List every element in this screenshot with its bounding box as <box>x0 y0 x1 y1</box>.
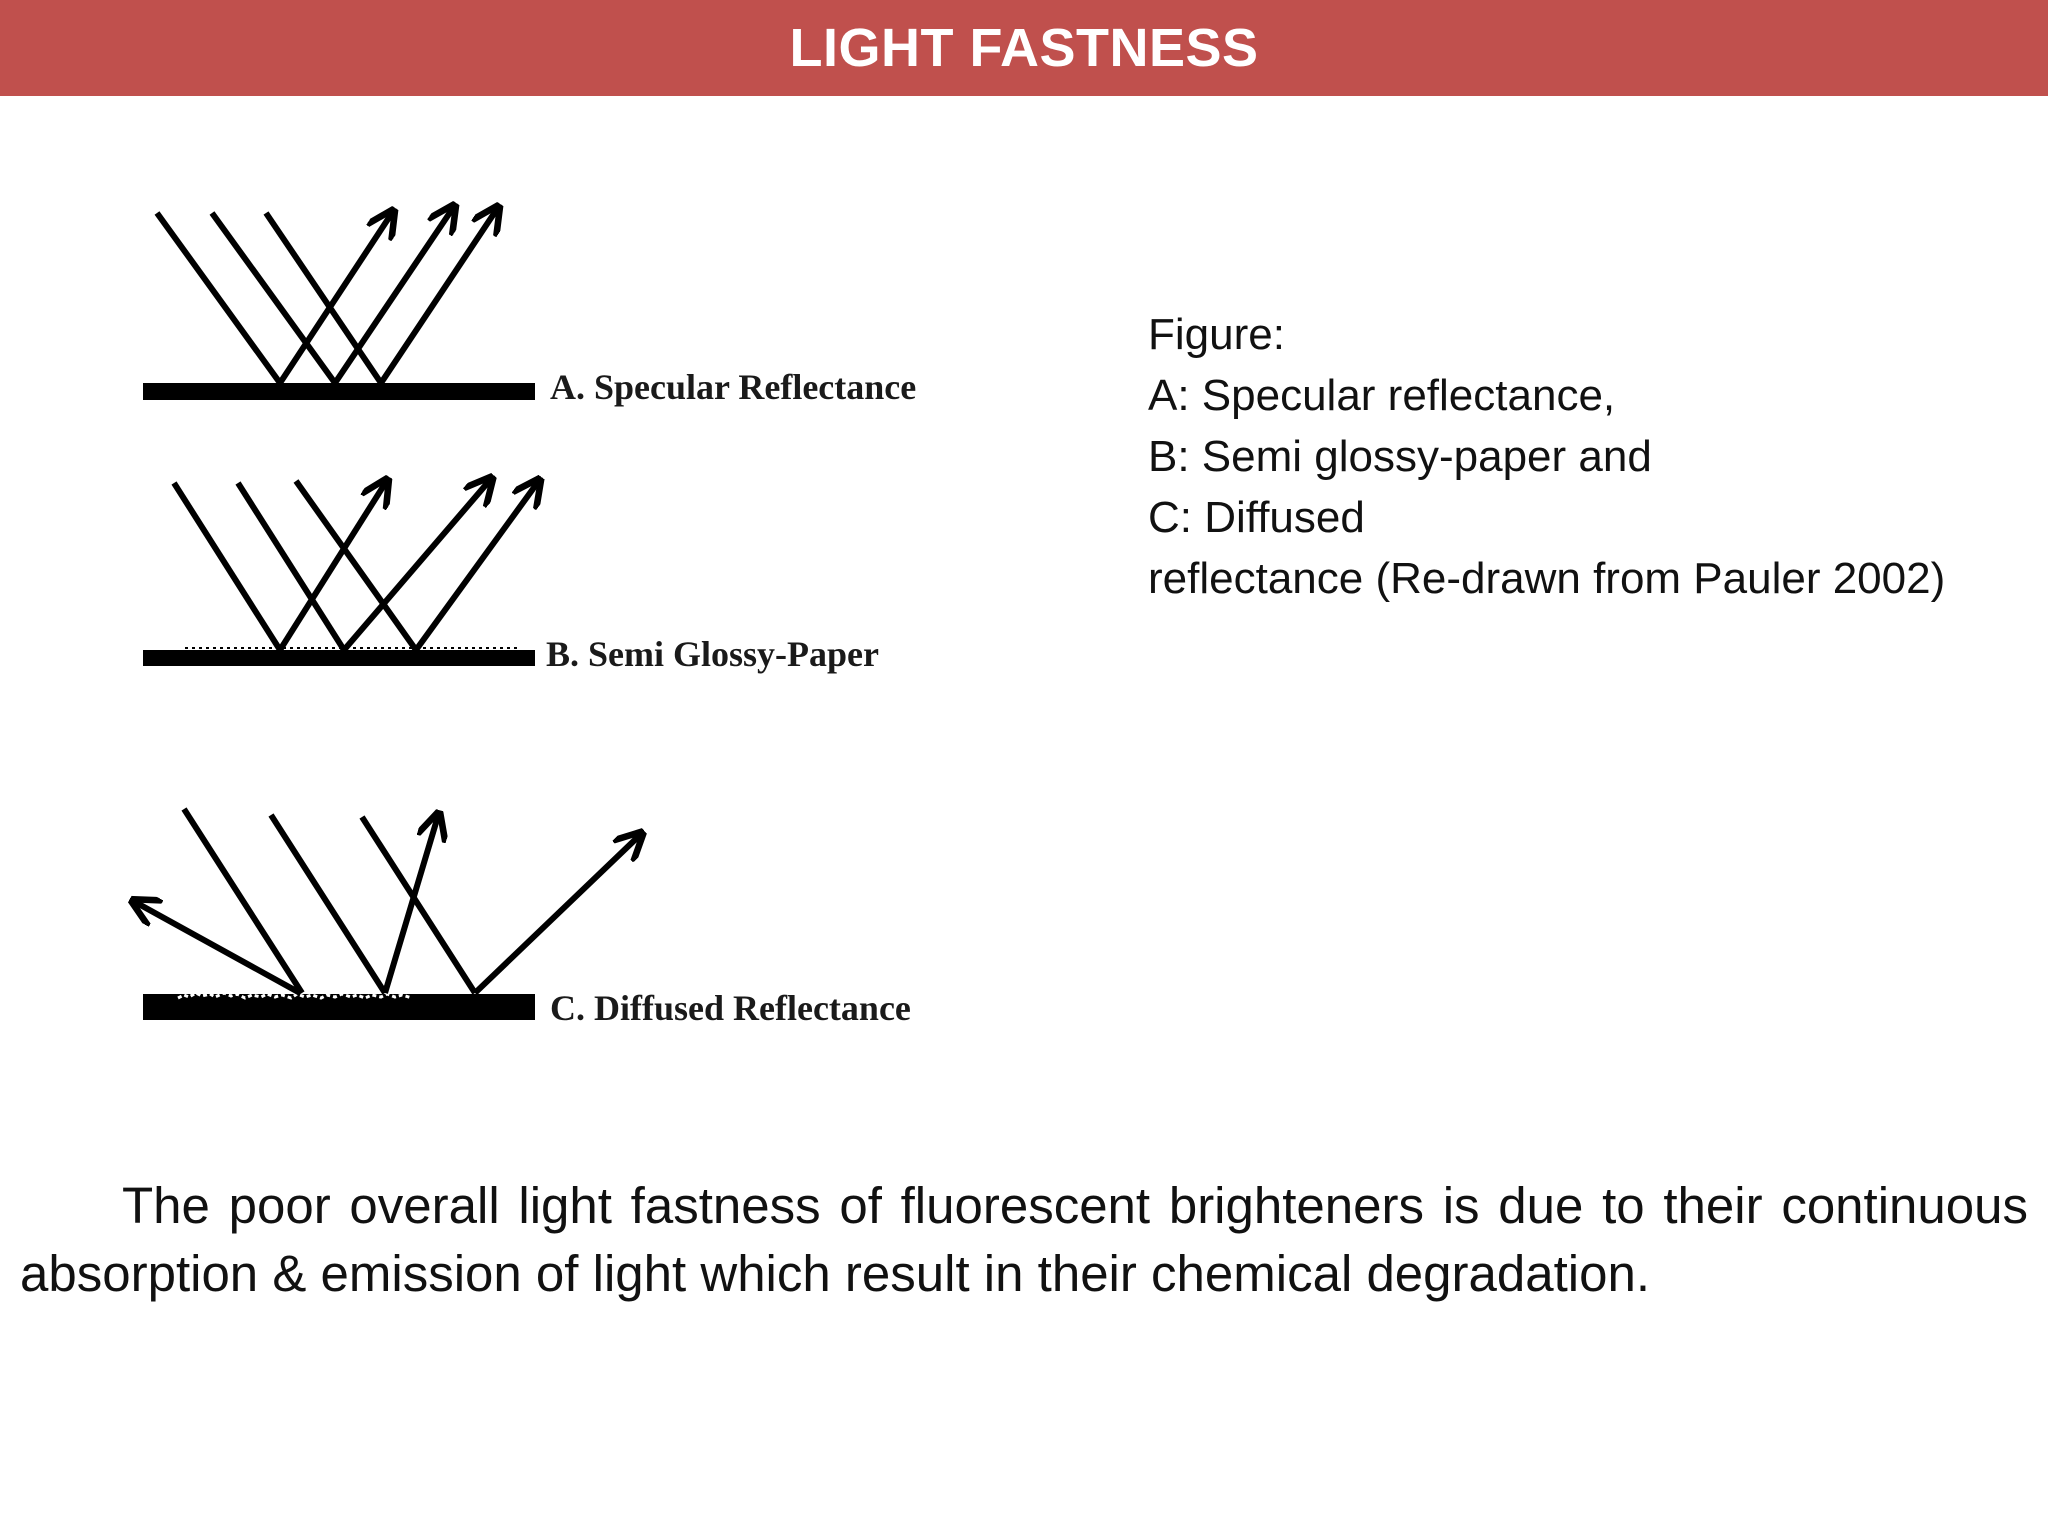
panel-a-specular: A. Specular Reflectance <box>143 208 916 407</box>
panel-b-label: B. Semi Glossy-Paper <box>546 634 879 674</box>
slide-title: LIGHT FASTNESS <box>789 18 1259 78</box>
panel-b-semi-glossy: B. Semi Glossy-Paper <box>143 480 879 674</box>
panel-c-reflected-ray <box>472 835 640 996</box>
panel-c-label: C. Diffused Reflectance <box>550 988 911 1028</box>
panel-b-incident-ray <box>235 481 347 652</box>
reflectance-diagram: A. Specular Reflectance B. Semi Glossy-P… <box>0 96 916 1028</box>
panel-c-incident-ray <box>359 815 478 995</box>
panel-c-incident-ray <box>268 813 388 995</box>
panel-c-diffused: C. Diffused Reflectance <box>135 809 911 1028</box>
panel-a-reflected-ray <box>332 208 453 385</box>
panel-c-incident-ray <box>181 807 305 995</box>
panel-b-incident-ray <box>171 481 283 652</box>
panel-a-incident-ray <box>154 211 283 385</box>
panel-a-reflected-ray <box>378 209 497 385</box>
panel-b-reflected-ray <box>413 482 538 652</box>
panel-c-rough-texture <box>177 991 413 1000</box>
panel-c-reflected-ray <box>135 902 302 996</box>
caption-line: A: Specular reflectance, <box>1148 371 1616 420</box>
panel-a-incident-ray <box>263 211 384 385</box>
caption-line: B: Semi glossy-paper and <box>1148 432 1652 481</box>
caption-line: Figure: <box>1148 310 1285 359</box>
panel-b-surface <box>143 650 535 666</box>
caption-line: C: Diffused <box>1148 493 1365 542</box>
panel-b-incident-ray <box>293 479 419 652</box>
title-bar: LIGHT FASTNESS <box>0 0 2048 96</box>
panel-b-reflected-ray <box>341 480 490 652</box>
panel-a-reflected-ray <box>277 213 392 385</box>
panel-a-label: A. Specular Reflectance <box>550 367 916 407</box>
panel-a-incident-ray <box>209 211 338 385</box>
caption-line: reflectance (Re-drawn from Pauler 2002) <box>1148 554 1946 603</box>
panel-b-reflected-ray <box>277 482 386 652</box>
panel-c-reflected-ray <box>382 816 438 994</box>
panel-c-surface <box>143 994 535 1020</box>
figure-caption: Figure: A: Specular reflectance, B: Semi… <box>1148 304 2028 609</box>
panel-a-surface <box>143 383 535 400</box>
body-paragraph: The poor overall light fastness of fluor… <box>20 1177 2028 1302</box>
